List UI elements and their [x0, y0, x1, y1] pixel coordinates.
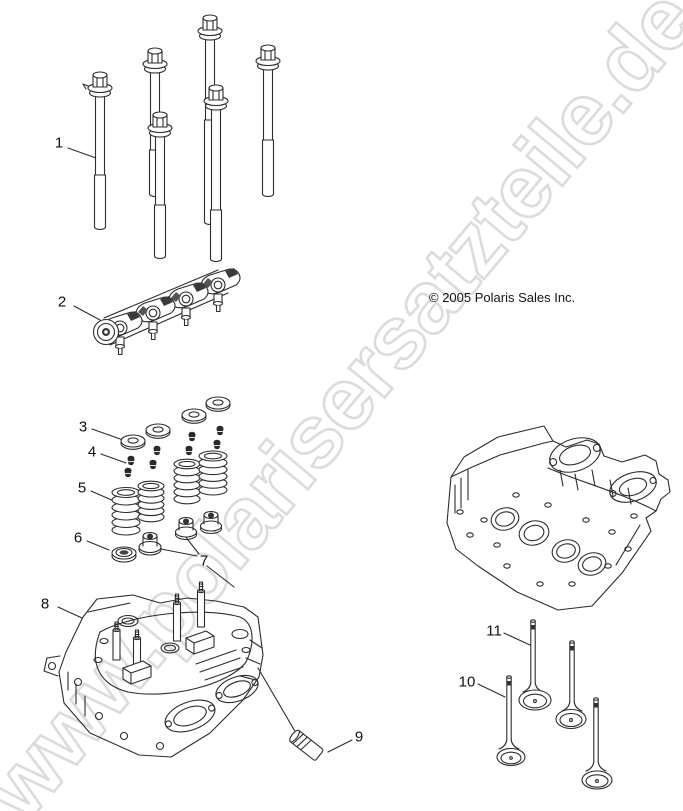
callout-11: 11: [486, 622, 502, 640]
valve-springs: [111, 450, 228, 536]
cylinder-head-bolts: [82, 14, 281, 263]
callout-3: 3: [78, 418, 88, 436]
leader-lines: [57, 147, 531, 753]
callout-8: 8: [40, 595, 50, 613]
callout-4: 4: [87, 443, 97, 461]
intake-valve: [518, 619, 552, 711]
callout-9: 9: [354, 728, 364, 746]
valve-spring: [137, 480, 165, 523]
callout-2: 2: [57, 293, 67, 311]
head-bolt: [203, 84, 229, 263]
head-bolt: [82, 71, 113, 231]
valve-spring: [198, 450, 228, 496]
valve-stem-seals: [174, 510, 223, 541]
head-bolt: [147, 111, 173, 260]
intake-valve: [555, 640, 587, 730]
spring-retainers: [120, 396, 231, 450]
copyright-text: © 2005 Polaris Sales Inc.: [429, 290, 576, 305]
spring-seats: [111, 531, 162, 563]
rocker-arm-assembly: [92, 267, 241, 356]
valve-spring: [173, 458, 201, 505]
callout-1: 1: [54, 134, 64, 152]
dowel-pin: [289, 729, 324, 761]
valves: [496, 619, 613, 790]
exhaust-valve: [581, 697, 613, 790]
cylinder-head: [43, 581, 264, 758]
cylinder-head-bottom-view: [446, 425, 671, 611]
callout-6: 6: [73, 529, 83, 547]
head-bolt: [255, 44, 281, 198]
valve-spring: [111, 486, 141, 536]
exhaust-valve: [496, 675, 526, 767]
callout-10: 10: [458, 673, 476, 691]
callout-7: 7: [199, 552, 209, 570]
callout-5: 5: [77, 479, 87, 497]
